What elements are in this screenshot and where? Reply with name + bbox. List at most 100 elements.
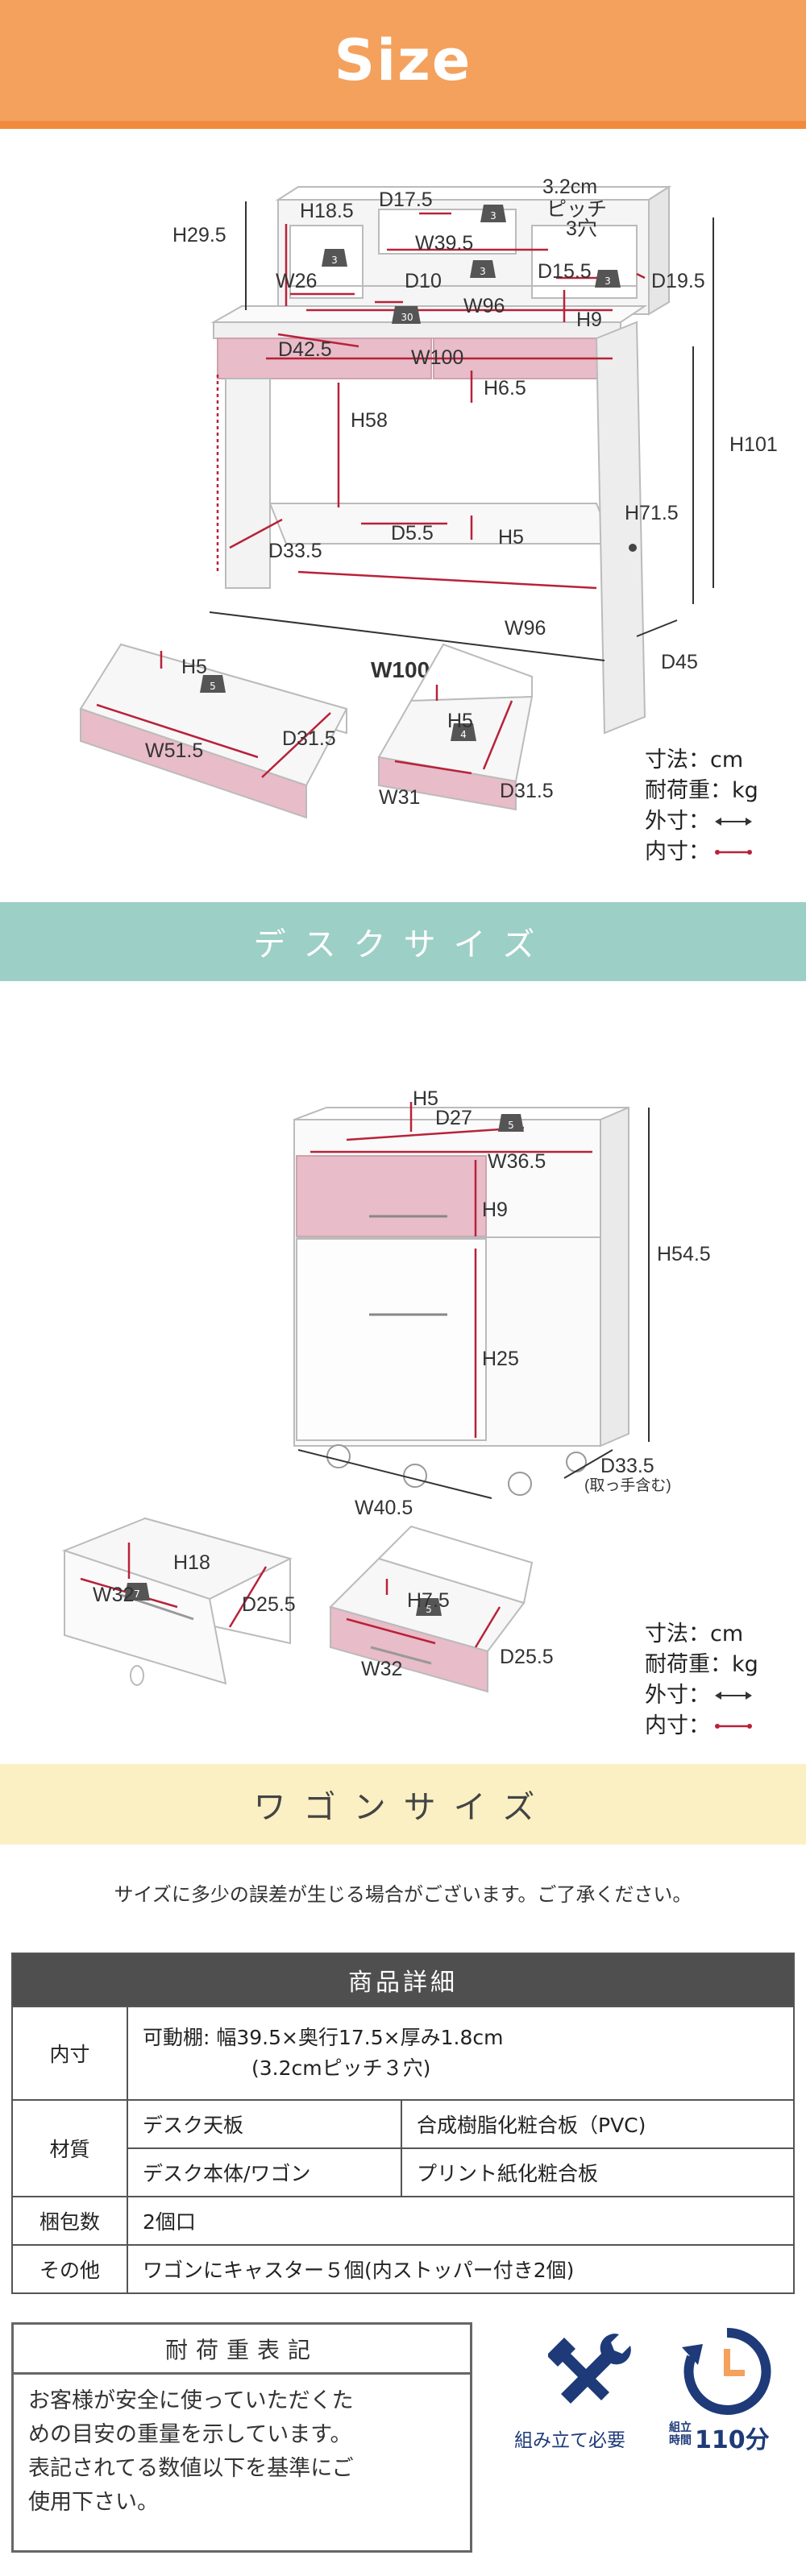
spec-other-val: ワゴンにキャスター５個(内ストッパー付き2個): [127, 2244, 795, 2294]
spec-title: 商品詳細: [11, 1953, 795, 2007]
size-title: Size: [334, 27, 472, 93]
desk-drawer-large: [79, 643, 348, 819]
dim-d10: D10: [405, 270, 442, 292]
legend2-unit: 寸法：cm: [645, 1621, 744, 1646]
dim-d15-5: D15.5: [538, 260, 592, 283]
wdim-d33-5-note: (取っ手含む): [584, 1477, 671, 1494]
legend-unit: 寸法：cm: [645, 748, 744, 772]
dim-w96-top: W96: [463, 295, 505, 317]
dim-w100-in: W100: [411, 346, 464, 369]
load-notice-box: 耐荷重表記 お客様が安全に使っていただくた めの目安の重量を示しています。 表記…: [11, 2322, 472, 2553]
assembly-time-value: 110分: [695, 2426, 770, 2454]
spec-mat1-part: デスク天板: [127, 2099, 402, 2149]
svg-text:5: 5: [210, 681, 216, 692]
spec-package-val: 2個口: [127, 2196, 795, 2246]
size-header: Size: [0, 0, 806, 129]
dim-d42-5: D42.5: [278, 338, 332, 361]
legend2-load: 耐荷重：kg: [645, 1652, 758, 1677]
dim-h29-5: H29.5: [172, 224, 226, 246]
assembly-label: 組み立て必要: [514, 2430, 625, 2451]
dim-d17-5: D17.5: [379, 188, 433, 211]
desk-outer-arrows: [209, 201, 714, 661]
dim-drawer2-h5: H5: [447, 710, 473, 732]
wagon-outer-arrows: [297, 1108, 650, 1499]
desk-illustration: 3 3 3 3 30: [209, 185, 714, 735]
legend-inner: 内寸：: [645, 839, 710, 864]
tools-icon: [548, 2334, 631, 2404]
svg-text:4: 4: [460, 729, 467, 740]
wdim-dr2-d: D25.5: [500, 1646, 554, 1668]
dim-d33-5: D33.5: [268, 540, 322, 562]
inner-line-icon: [715, 850, 752, 855]
svg-text:3: 3: [604, 275, 611, 287]
dim-pitch-holes: 3穴: [566, 217, 597, 240]
wagon-drawer-large: [62, 1517, 293, 1686]
wagon-body: [293, 1106, 629, 1447]
assembly-time-top: 組立: [669, 2421, 692, 2434]
svg-text:7: 7: [134, 1588, 140, 1600]
legend-load: 耐荷重：kg: [645, 778, 758, 803]
wagon-size-band: ワゴンサイズ: [0, 1764, 806, 1845]
dim-drawer1-w: W51.5: [145, 739, 204, 762]
wagon-drawers-illustration: 7 5: [62, 1517, 534, 1693]
dim-pitch-cm: 3.2cm: [542, 176, 598, 198]
desk-drawer-inner-arrows: [96, 651, 513, 778]
dim-drawer1-h5: H5: [181, 656, 207, 678]
spec-table: 商品詳細 内寸 可動棚: 幅39.5×奥行17.5×厚み1.8cm (3.2cm…: [11, 1953, 795, 2294]
dim-h6-5: H6.5: [484, 377, 526, 400]
wagon-legend: 寸法：cm 耐荷重：kg 外寸： 内寸：: [645, 1619, 758, 1741]
load-notice-line1: お客様が安全に使っていただくた: [28, 2388, 354, 2413]
wdim-dr1-h: H18: [173, 1551, 210, 1574]
dim-h71-5: H71.5: [625, 502, 679, 524]
spec-material-label: 材質: [11, 2099, 128, 2197]
wdim-d27: D27: [435, 1107, 472, 1129]
wdim-h54-5: H54.5: [657, 1243, 711, 1265]
load-notice-line3: 表記されてる数値以下を基準にご: [28, 2456, 354, 2481]
dim-w26: W26: [276, 270, 318, 292]
desk-hutch: [275, 185, 672, 316]
legend2-inner: 内寸：: [645, 1713, 710, 1738]
wdim-dr2-w: W32: [361, 1658, 403, 1680]
wdim-h5: H5: [413, 1087, 438, 1110]
svg-text:3: 3: [331, 255, 338, 266]
wagon-casters: [326, 1444, 587, 1496]
wdim-dr2-h: H7.5: [407, 1589, 450, 1612]
outer-arrow-icon: [715, 1692, 752, 1700]
outer-arrow-icon: [715, 818, 752, 826]
desk-right-leg: [595, 321, 646, 735]
desk-size-band: デスクサイズ: [0, 902, 806, 981]
spec-inner-label: 内寸: [11, 2006, 128, 2101]
dim-w39-5: W39.5: [415, 232, 474, 255]
legend2-outer: 外寸：: [645, 1683, 710, 1708]
spec-mat1-val: 合成樹脂化粧合板（PVC): [401, 2099, 795, 2149]
wdim-w36-5: W36.5: [488, 1150, 546, 1173]
desk-load-badges: 3 3 3 3 30: [322, 205, 621, 324]
svg-text:5: 5: [426, 1604, 432, 1615]
dim-d45: D45: [661, 651, 698, 673]
wdim-dr1-d: D25.5: [242, 1593, 296, 1616]
wdim-dr1-w: W32: [93, 1584, 135, 1606]
desk-inner-arrows: [216, 212, 646, 590]
dim-h9: H9: [576, 309, 602, 331]
wdim-h25: H25: [482, 1348, 519, 1370]
wdim-w40-5: W40.5: [355, 1497, 413, 1519]
spec-mat2-part: デスク本体/ワゴン: [127, 2147, 402, 2197]
wagon-inner-arrows: [310, 1102, 592, 1438]
dim-w100-out: W100: [371, 657, 430, 682]
wdim-h9: H9: [482, 1199, 508, 1221]
spec-mat2-val: プリント紙化粧合板: [401, 2147, 795, 2197]
svg-text:30: 30: [401, 312, 413, 323]
spec-inner-line1: 可動棚: 幅39.5×奥行17.5×厚み1.8cm: [143, 2026, 504, 2049]
legend-outer: 外寸：: [645, 809, 710, 834]
load-notice-title: 耐荷重表記: [14, 2325, 470, 2375]
load-notice-line2: めの目安の重量を示しています。: [28, 2422, 352, 2447]
wagon-size-label: ワゴンサイズ: [253, 1789, 553, 1826]
svg-text:3: 3: [490, 210, 496, 222]
wagon-handles: [369, 1215, 447, 1316]
wdim-d33-5: D33.5: [600, 1455, 654, 1477]
desk-left-leg: [225, 378, 271, 589]
assembly-time-bottom: 時間: [669, 2434, 692, 2447]
dim-h18-5: H18.5: [300, 200, 354, 222]
spec-package-label: 梱包数: [11, 2196, 128, 2246]
wagon-illustration: 5: [293, 1102, 650, 1499]
